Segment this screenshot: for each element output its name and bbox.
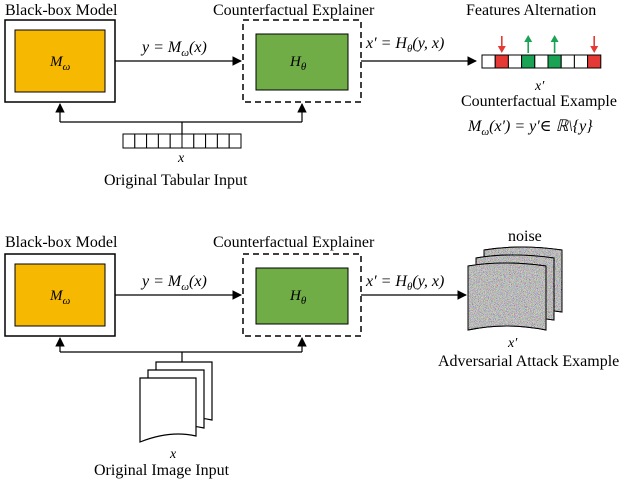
- input-cell: [157, 133, 171, 149]
- bottom-input-var: x: [169, 447, 177, 462]
- image-input-stack: [139, 361, 213, 443]
- top-panel: Black-box Model Mω Counterfactual Explai…: [4, 2, 617, 189]
- bottom-model-inner: [14, 263, 106, 327]
- bottom-explainer-title: Counterfactual Explainer: [213, 234, 375, 251]
- feature-cell: [547, 54, 562, 69]
- tabular-input-strip: [122, 133, 242, 149]
- bottom-adv-label: Adversarial Attack Example: [438, 353, 619, 370]
- feature-cell: [560, 54, 575, 69]
- feature-cell: [587, 54, 602, 69]
- bottom-explainer-symbol: Hθ: [289, 288, 307, 307]
- top-explainer-symbol: Hθ: [289, 54, 307, 73]
- bottom-noise-label: noise: [508, 228, 542, 245]
- bottom-model-symbol: Mω: [49, 288, 71, 307]
- bottom-eq-xprime: x′ = Hθ(y, x): [365, 273, 444, 293]
- top-features-title: Features Alternation: [466, 2, 596, 19]
- bottom-input-label: Original Image Input: [94, 462, 230, 479]
- increase-arrow-icon: [524, 35, 533, 53]
- top-model-title: Black-box Model: [5, 2, 118, 19]
- decrease-arrow-icon: [497, 36, 506, 53]
- bottom-adv-var: x′: [507, 336, 518, 351]
- input-cell: [122, 133, 136, 149]
- feature-cell: [573, 54, 589, 69]
- input-cell: [134, 133, 148, 149]
- feature-cell: [534, 54, 549, 69]
- increase-arrow-icon: [550, 35, 559, 53]
- input-cell: [193, 133, 207, 149]
- bottom-model-title: Black-box Model: [5, 234, 118, 251]
- decrease-arrow-icon: [590, 36, 599, 53]
- input-cell: [169, 133, 183, 149]
- bottom-panel: Black-box Model Mω Counterfactual Explai…: [4, 228, 619, 479]
- feature-cell: [521, 54, 536, 69]
- input-cell: [181, 133, 195, 149]
- input-cell: [228, 133, 242, 149]
- noise-image-stack: [467, 246, 563, 331]
- bottom-explainer-inner: [255, 267, 349, 325]
- input-cell: [216, 133, 230, 149]
- input-cell: [205, 133, 218, 149]
- top-input-var: x: [177, 151, 185, 166]
- input-cell: [146, 133, 159, 149]
- feature-cell: [481, 54, 496, 69]
- top-model-inner: [14, 29, 106, 93]
- top-eq-y: y = Mω(x): [140, 39, 207, 59]
- top-input-label: Original Tabular Input: [104, 172, 248, 189]
- bottom-eq-y: y = Mω(x): [140, 273, 207, 293]
- top-cf-eq: Mω(x′) = y′∈ ℝ\{y}: [467, 118, 593, 138]
- feature-cell: [494, 54, 509, 69]
- top-cf-label: Counterfactual Example: [461, 93, 617, 110]
- top-cf-var: x′: [534, 79, 545, 94]
- top-model-symbol: Mω: [49, 54, 71, 73]
- feature-strip: [481, 35, 602, 69]
- top-eq-xprime: x′ = Hθ(y, x): [365, 35, 444, 55]
- feature-cell: [507, 54, 523, 69]
- top-explainer-title: Counterfactual Explainer: [213, 2, 375, 19]
- top-explainer-inner: [255, 33, 349, 91]
